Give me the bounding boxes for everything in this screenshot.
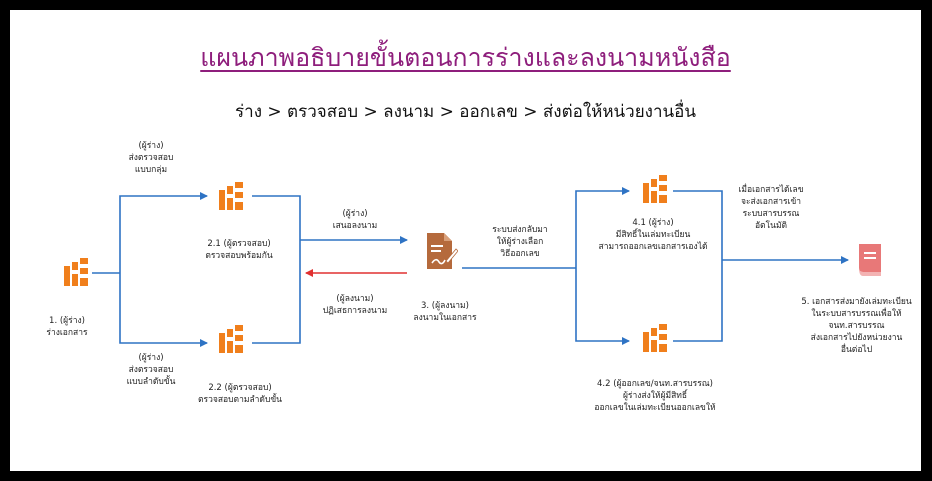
book-icon bbox=[859, 244, 881, 276]
step4-1-label: 4.1 (ผู้ร่าง)มีสิทธิ์ในเล่มทะเบียนสามารถ… bbox=[598, 218, 708, 252]
step1-label: 1. (ผู้ร่าง)ร่างเอกสาร bbox=[46, 316, 88, 338]
step-icon bbox=[219, 182, 243, 210]
connector-step4-1-right bbox=[673, 190, 723, 260]
connector-to-step4-1 bbox=[575, 187, 630, 268]
return-label: ระบบส่งกลับมาให้ผู้ร่างเลือกวิธีออกเลข bbox=[492, 225, 548, 259]
connector-step2-2-right bbox=[252, 240, 301, 344]
step2-1-label: 2.1 (ผู้ตรวจสอบ)ตรวจสอบพร้อมกัน bbox=[205, 239, 273, 261]
step-icon bbox=[64, 258, 88, 286]
step4-2-label: 4.2 (ผู้ออกเลข/จนท.สารบรรณ)ผู้ร่างส่งให้… bbox=[594, 379, 716, 413]
connector-to-step2-1 bbox=[119, 192, 208, 273]
connector-to-step4-2 bbox=[575, 268, 630, 345]
step3-label: 3. (ผู้ลงนาม)ลงนามในเอกสาร bbox=[413, 301, 477, 323]
diagram-panel: แผนภาพอธิบายขั้นตอนการร่างและลงนามหนังสื… bbox=[10, 10, 921, 471]
connector-step2-1-right bbox=[252, 195, 301, 240]
flow-connectors bbox=[92, 187, 849, 347]
step5-label: 5. เอกสารส่งมายังเล่มทะเบียนในระบบสารบรร… bbox=[801, 297, 912, 355]
diagram-title: แผนภาพอธิบายขั้นตอนการร่างและลงนามหนังสื… bbox=[200, 43, 731, 72]
sign-document-icon bbox=[427, 233, 458, 269]
connector-to-step2-2 bbox=[119, 273, 208, 347]
step-icon bbox=[643, 324, 667, 352]
step-icon bbox=[643, 175, 667, 203]
propose-sign-label: (ผู้ร่าง)เสนอลงนาม bbox=[332, 209, 378, 231]
step-icon bbox=[219, 325, 243, 353]
auto-send-label: เมื่อเอกสารได้เลขจะส่งเอกสารเข้าระบบสารบ… bbox=[738, 185, 804, 231]
step2-2-label: 2.2 (ผู้ตรวจสอบ)ตรวจสอบตามลำดับขั้น bbox=[198, 383, 282, 405]
process-summary: ร่าง > ตรวจสอบ > ลงนาม > ออกเลข > ส่งต่อ… bbox=[235, 102, 696, 122]
branch-bottom-label: (ผู้ร่าง)ส่งตรวจสอบแบบลำดับขั้น bbox=[126, 353, 176, 387]
connector-step4-2-right bbox=[673, 260, 723, 342]
branch-top-label: (ผู้ร่าง)ส่งตรวจสอบแบบกลุ่ม bbox=[128, 141, 174, 175]
reject-sign-label: (ผู้ลงนาม)ปฏิเสธการลงนาม bbox=[322, 294, 388, 316]
